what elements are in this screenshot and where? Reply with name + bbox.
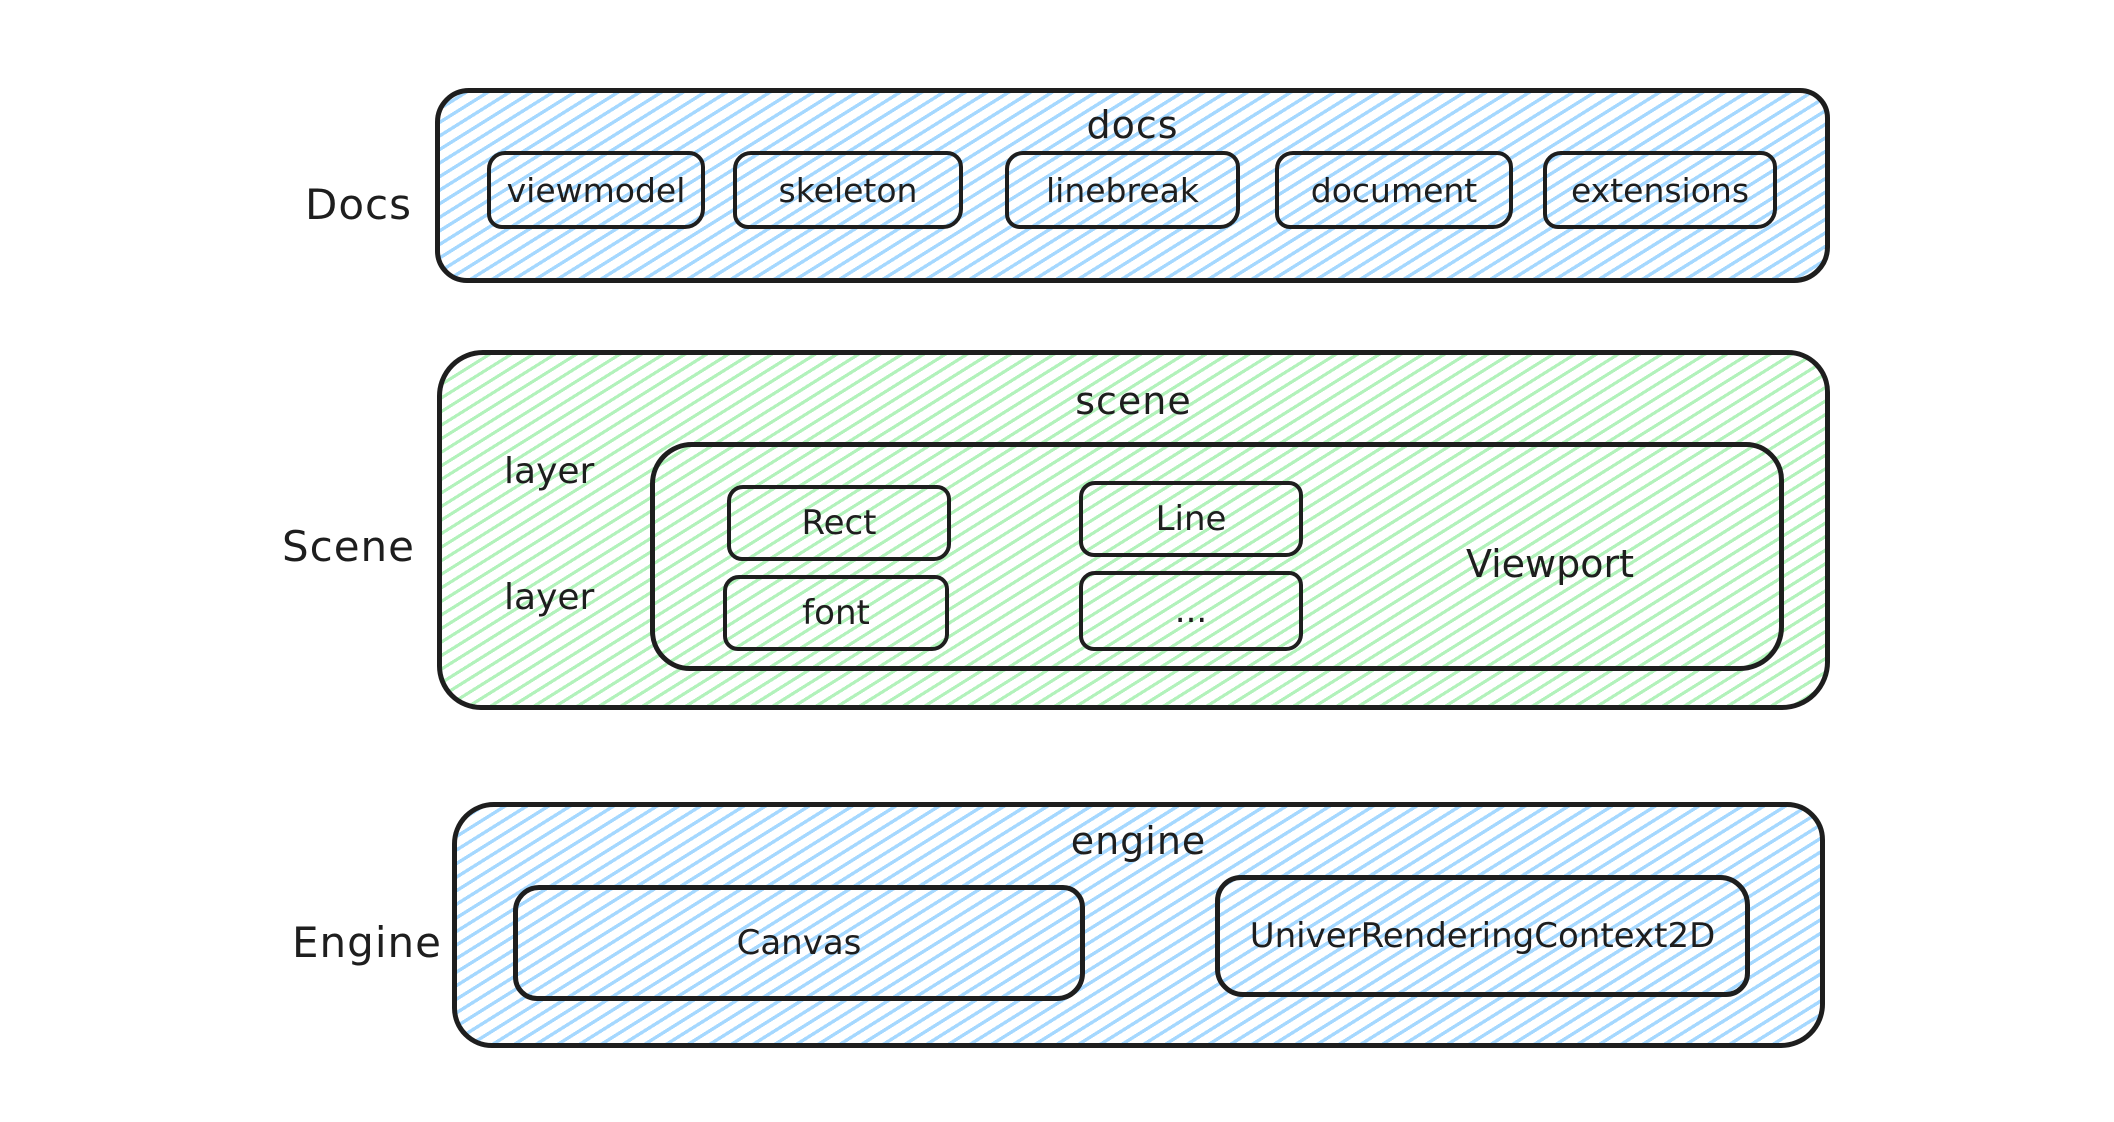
engine-rendering-context-box: UniverRenderingContext2D (1215, 875, 1750, 997)
scene-viewport-label: Viewport (1465, 542, 1635, 586)
scene-layer-label-1: layer (504, 451, 595, 492)
scene-layer-container: Rect font Line ... Viewport (650, 442, 1784, 671)
docs-module-viewmodel: viewmodel (487, 151, 705, 229)
scene-side-label: Scene (281, 522, 415, 571)
engine-group-box: engine Canvas UniverRenderingContext2D (452, 802, 1825, 1048)
scene-shape-font: font (723, 575, 949, 651)
docs-group-title: docs (1086, 103, 1179, 147)
scene-shape-ellipsis: ... (1079, 571, 1303, 651)
scene-shape-rect: Rect (727, 485, 951, 561)
engine-group-title: engine (1070, 819, 1207, 863)
docs-module-document: document (1275, 151, 1513, 229)
scene-group-box: scene layer layer Rect font Line ... Vie… (437, 350, 1830, 710)
docs-module-linebreak: linebreak (1005, 151, 1240, 229)
engine-side-label: Engine (292, 918, 442, 967)
docs-side-label: Docs (304, 180, 412, 229)
scene-shape-line: Line (1079, 481, 1303, 557)
engine-canvas-box: Canvas (513, 885, 1085, 1001)
docs-module-extensions: extensions (1543, 151, 1777, 229)
docs-group-box: docs viewmodel skeleton linebreak docume… (435, 88, 1830, 283)
docs-module-skeleton: skeleton (733, 151, 963, 229)
scene-layer-label-2: layer (504, 577, 595, 618)
scene-group-title: scene (1075, 379, 1192, 423)
